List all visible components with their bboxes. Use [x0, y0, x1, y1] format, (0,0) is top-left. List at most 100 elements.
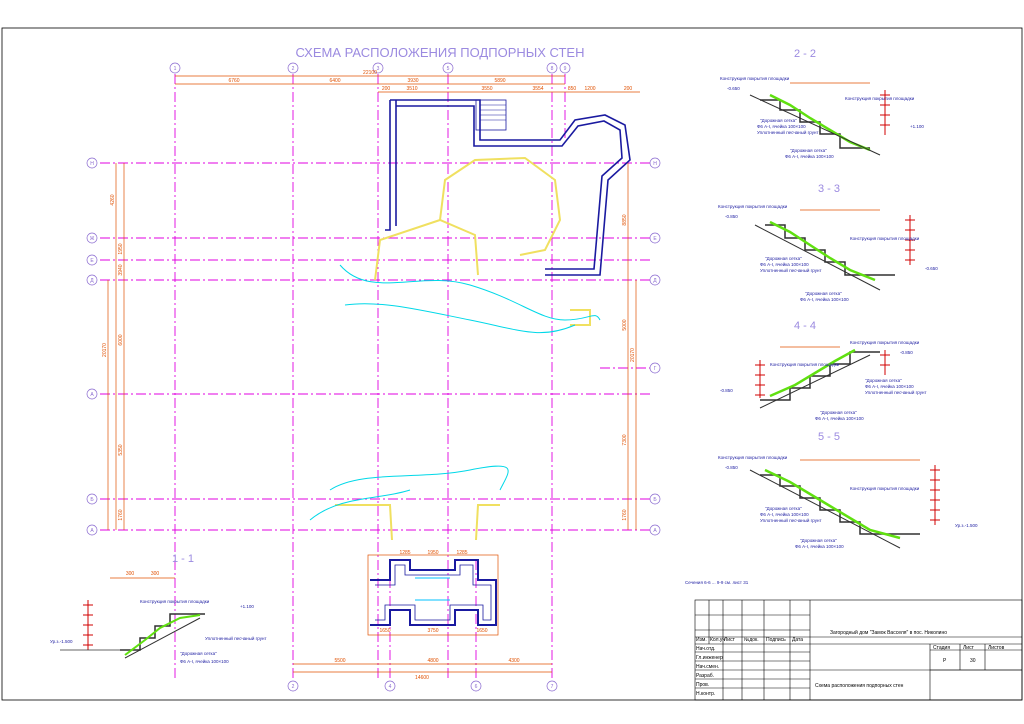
plan-title: СХЕМА РАСПОЛОЖЕНИЯ ПОДПОРНЫХ СТЕН: [296, 45, 585, 60]
stamp-col-header: Подпись: [766, 637, 786, 643]
dim-label: 7300: [622, 434, 628, 445]
stamp-stage-label: Стадия: [933, 645, 950, 651]
section-2-2-drawing: [749, 82, 890, 156]
axis-label-top: 1: [174, 66, 177, 72]
dim-label: 1285: [399, 550, 410, 556]
label-rebar: Ф6 А-I, ячейка 100×100: [795, 543, 844, 549]
stamp-sheet-label: Лист: [963, 645, 975, 651]
stamp-row-label: Нач.смен.: [696, 664, 719, 670]
stamp-row-label: Пров.: [696, 682, 709, 688]
dim-label: 5350: [118, 444, 124, 455]
section-title-1-1: 1 - 1: [172, 553, 194, 565]
title-block: [694, 599, 1023, 701]
axis-label-bottom: 6: [475, 684, 478, 690]
axis-bubbles-right: [649, 157, 661, 536]
dim-label: 1285: [456, 550, 467, 556]
dim-label: 3750: [427, 628, 438, 634]
dim-label: 5000: [622, 319, 628, 330]
dim-label: 6760: [228, 78, 239, 84]
label-mesh: "Дорожная сетка": [180, 651, 217, 656]
label-level-ur: Ур.з.-1.500: [50, 639, 73, 644]
stamp-row-label: Разраб.: [696, 673, 714, 679]
dim-label: 300: [126, 571, 135, 577]
axis-label-bottom: 7: [551, 684, 554, 690]
label-rebar: Ф6 А-I, ячейка 100×100: [815, 415, 864, 421]
section-title-5-5: 5 - 5: [818, 431, 840, 443]
axis-label-left: А: [90, 528, 94, 534]
dim-label: 1650: [476, 628, 487, 634]
axis-label-top: 8: [551, 66, 554, 72]
stamp-col-header: Кол.уч: [710, 637, 725, 643]
stamp-sheet-title: Схема расположения подпорных стен: [815, 683, 904, 689]
stamp-row-label: Нач.отд.: [696, 646, 715, 652]
dimension-chains: [107, 75, 640, 673]
label-sand: Уплотненный песчаный грунт: [865, 389, 927, 395]
axis-label-left: Н: [90, 161, 94, 167]
section-title-2-2: 2 - 2: [794, 48, 816, 60]
retaining-walls-upper: [385, 99, 631, 276]
axis-label-top: 2: [292, 66, 295, 72]
dim-label: 20170: [102, 343, 108, 357]
axis-label-left: Е: [90, 258, 94, 264]
sheet-frame: [1, 27, 1023, 701]
label-mesh: "Дорожная сетка": [820, 410, 857, 415]
dim-label: 850: [568, 86, 577, 92]
stair-block: [367, 554, 499, 636]
stamp-col-header: Изм.: [696, 637, 707, 643]
axis-bubbles-top: [169, 62, 571, 74]
label-level: -0.850: [725, 214, 738, 219]
label-construction: Конструкция покрытия площадки: [718, 204, 788, 209]
label-sand: Уплотненный песчаный грунт: [205, 635, 267, 641]
section-5-5-drawing: [749, 459, 940, 549]
axis-label-left: А: [90, 392, 94, 398]
axis-label-bottom: 4: [389, 684, 392, 690]
dim-label: 4300: [508, 658, 519, 664]
dim-label: 200: [382, 86, 391, 92]
label-level: +1.100: [910, 124, 924, 129]
section-title-3-3: 3 - 3: [818, 183, 840, 195]
dim-label: 5890: [494, 78, 505, 84]
dim-label: 1200: [584, 86, 595, 92]
sections-note: Сечения 6-6 ... 9-9 см. лист 31: [685, 580, 749, 585]
label-rebar: Ф6 А-I, ячейка 100×100: [757, 123, 806, 129]
building-outline: [335, 156, 591, 541]
axis-label-top: 3: [377, 66, 380, 72]
label-rebar: Ф6 А-I, ячейка 100×100: [180, 658, 229, 664]
axis-label-top: 5: [447, 66, 450, 72]
label-rebar: Ф6 А-I, ячейка 100×100: [785, 153, 834, 159]
dim-label: 8850: [622, 214, 628, 225]
dim-label: 6000: [118, 334, 124, 345]
label-sand: Уплотненный песчаный грунт: [760, 517, 822, 523]
label-mesh: "Дорожная сетка": [765, 256, 802, 261]
dim-label: 3940: [118, 264, 124, 275]
label-construction: Конструкция покрытия площадки: [770, 362, 840, 367]
stamp-col-header: Лист: [724, 637, 736, 643]
stamp-stage: Р: [943, 658, 947, 664]
label-level: -0.850: [900, 350, 913, 355]
label-rebar: Ф6 А-I, ячейка 100×100: [760, 261, 809, 267]
dim-label: 1950: [118, 243, 124, 254]
axis-label-left: Б: [90, 497, 94, 503]
label-sand: Уплотненный песчаный грунт: [757, 129, 819, 135]
dim-label: 1760: [622, 509, 628, 520]
axis-label-right: Н: [653, 161, 657, 167]
axis-label-right: Е: [653, 236, 657, 242]
axis-label-left: Ж: [90, 236, 95, 242]
dim-label: 3554: [532, 86, 543, 92]
label-level: +1.100: [240, 604, 254, 609]
label-rebar: Ф6 А-I, ячейка 100×100: [865, 383, 914, 389]
axis-label-top: 9: [564, 66, 567, 72]
label-level: -0.850: [720, 388, 733, 393]
stamp-col-header: №док.: [744, 637, 759, 643]
dim-label: 200: [624, 86, 633, 92]
label-mesh: "Дорожная сетка": [865, 378, 902, 383]
label-construction: Конструкция покрытия площадки: [850, 340, 920, 345]
dim-label: 20170: [630, 348, 636, 362]
axis-bubbles-left: [86, 157, 98, 536]
label-level: -0.850: [725, 465, 738, 470]
axis-label-right: Д: [653, 278, 657, 284]
dim-label: 1950: [427, 550, 438, 556]
label-mesh: "Дорожная сетка": [765, 506, 802, 511]
section-4-4-drawing: [755, 346, 890, 409]
